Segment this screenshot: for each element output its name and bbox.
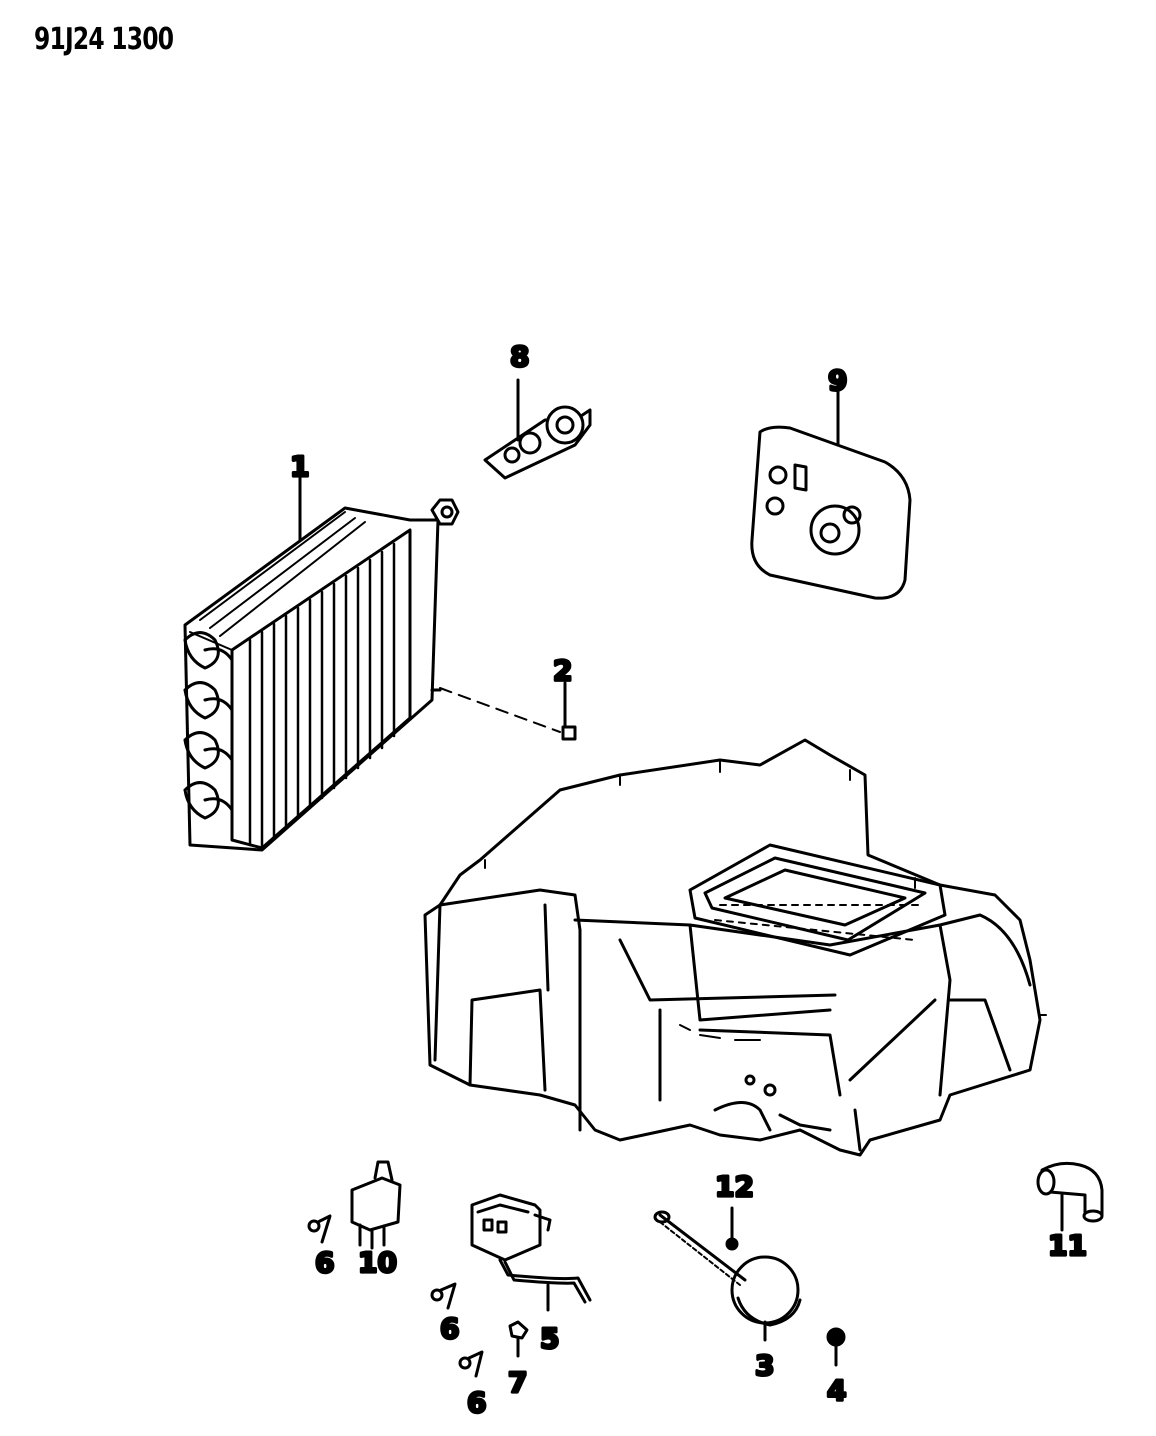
vacuum-hose (1036, 1161, 1104, 1232)
callout-10: 10 (358, 1246, 397, 1279)
callout-1: 1 (290, 450, 309, 483)
evaporator-core (183, 498, 460, 852)
relay (350, 1160, 402, 1250)
callout-9: 9 (828, 364, 847, 397)
screw-6a (307, 1214, 332, 1244)
expansion-valve (483, 378, 592, 480)
screw-6b (430, 1282, 457, 1310)
callout-8: 8 (510, 340, 529, 373)
callout-11: 11 (1048, 1229, 1087, 1262)
screw (439, 681, 577, 741)
callout-12: 12 (715, 1170, 754, 1203)
retainer-clip (725, 1237, 739, 1251)
callout-6c: 6 (467, 1386, 486, 1419)
callout-6b: 6 (440, 1312, 459, 1345)
callout-5: 5 (540, 1322, 559, 1355)
valve-gasket (750, 383, 912, 600)
plug (826, 1327, 846, 1347)
nut-7 (508, 1320, 529, 1358)
callout-6a: 6 (315, 1246, 334, 1279)
diagram-id: 91J24 1300 (34, 22, 174, 57)
switch-harness (470, 1193, 592, 1312)
callout-2: 2 (553, 654, 572, 687)
callout-4: 4 (827, 1374, 846, 1407)
callout-3: 3 (755, 1349, 774, 1382)
heater-ac-housing (423, 738, 1047, 1157)
screw-6c (458, 1350, 484, 1378)
callout-7: 7 (508, 1366, 527, 1399)
vacuum-actuator (653, 1210, 802, 1342)
